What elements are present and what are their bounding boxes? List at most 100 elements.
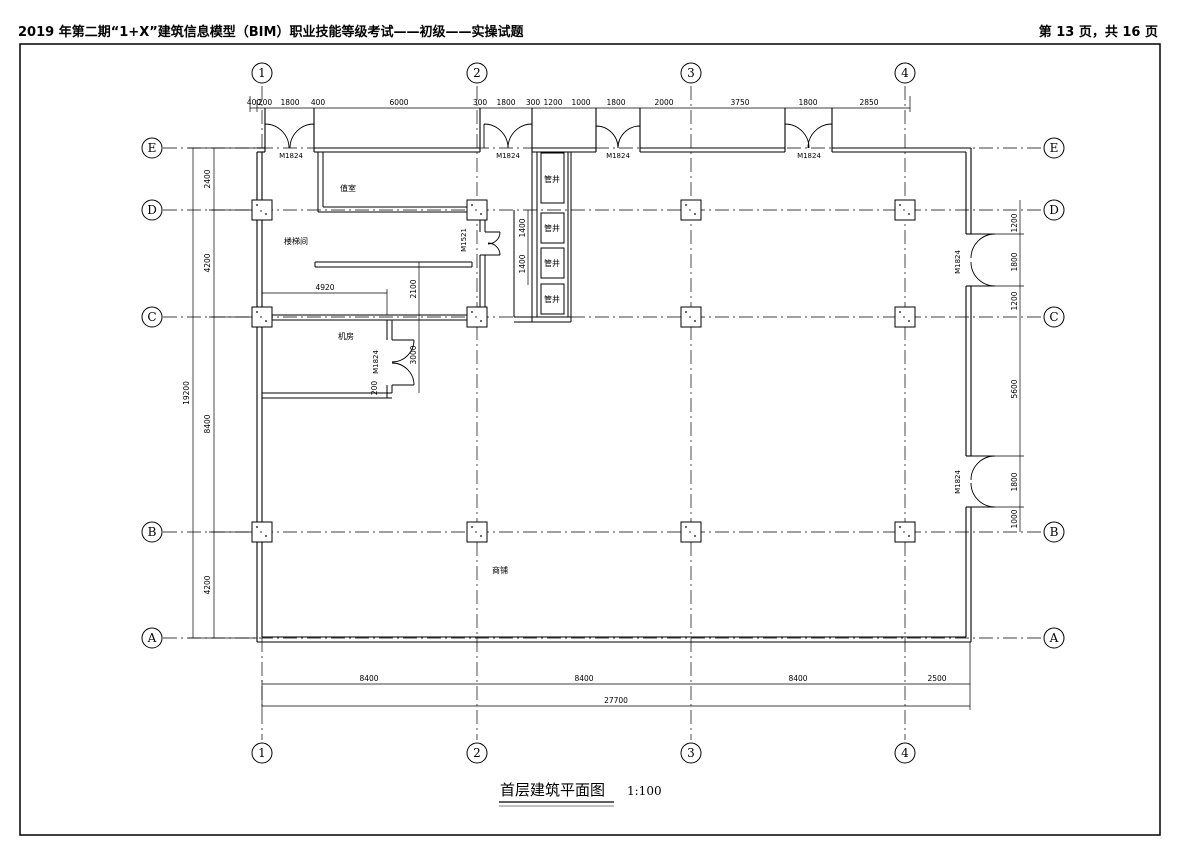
bottom-dim: 2500 (927, 674, 946, 683)
grid-bubble-2-top (466, 62, 488, 84)
grid-bubble-2-bottom (466, 742, 488, 764)
door-label-machine: M1824 (372, 350, 380, 374)
room-label-office: 值室 (340, 183, 356, 193)
door-e1 (264, 123, 315, 149)
right-dim: 1200 (1010, 213, 1019, 232)
grid-bubble-B-right (1043, 521, 1065, 543)
room-label-machine: 机房 (338, 331, 354, 341)
grid-bubble-1-bottom (251, 742, 273, 764)
grid-bubble-C-right (1043, 306, 1065, 328)
grid-label-D-right: D (1049, 203, 1059, 217)
door-label-e3: M1824 (606, 152, 630, 160)
door-right-lower (970, 455, 996, 508)
top-dim: 2000 (654, 98, 673, 107)
grid-bubble-C-left (141, 306, 163, 328)
grid-bubble-E-right (1043, 137, 1065, 159)
right-dim: 1800 (1010, 252, 1019, 271)
column (894, 199, 916, 221)
interior-dim-3000: 3000 (409, 345, 418, 364)
right-dim: 1000 (1010, 509, 1019, 528)
top-dim: 2850 (859, 98, 878, 107)
grid-label-A-right: A (1049, 631, 1059, 645)
grid-label-4-top: 4 (901, 66, 909, 80)
top-dimension-line (249, 96, 911, 112)
top-dim: 200 (258, 98, 273, 107)
top-dim: 300 (526, 98, 541, 107)
grid-label-B-right: B (1050, 525, 1059, 539)
grid-bubble-3-top (680, 62, 702, 84)
exterior-walls (256, 108, 972, 643)
grid-bubble-D-left (141, 199, 163, 221)
grid-bubble-B-left (141, 521, 163, 543)
top-dim: 1800 (496, 98, 515, 107)
column (466, 521, 488, 543)
room-label-shaft: 管井 (544, 223, 560, 233)
grid-label-4-bottom: 4 (901, 746, 909, 760)
drawing-caption: 首层建筑平面图 (500, 781, 605, 799)
column (466, 199, 488, 221)
right-dim: 5600 (1010, 379, 1019, 398)
interior-dim-4920: 4920 (315, 283, 334, 292)
room-label-stair: 楼梯间 (284, 236, 308, 246)
column (680, 199, 702, 221)
drawing-scale: 1:100 (627, 784, 662, 798)
grid-bubble-1-top (251, 62, 273, 84)
column (680, 306, 702, 328)
door-e4 (784, 123, 833, 149)
column (251, 521, 273, 543)
grid-bubble-D-right (1043, 199, 1065, 221)
door-machine (391, 339, 415, 386)
right-dim: 1200 (1010, 291, 1019, 310)
bottom-dim: 8400 (574, 674, 593, 683)
shaft-box (540, 152, 565, 204)
door-e2 (483, 123, 533, 149)
interior-dim-200: 200 (370, 381, 379, 396)
grid-label-E-right: E (1050, 141, 1059, 155)
column (894, 521, 916, 543)
room-label-shop: 商铺 (492, 565, 508, 575)
grid-label-2-top: 2 (473, 66, 481, 80)
grid-bubble-4-bottom (894, 742, 916, 764)
left-dim-ba: 4200 (203, 575, 212, 594)
grid-bubble-E-left (141, 137, 163, 159)
shaft-box (540, 247, 565, 279)
door-label-stair: M1521 (460, 228, 468, 252)
door-stair (485, 231, 501, 256)
grid-label-2-bottom: 2 (473, 746, 481, 760)
grid-label-B-left: B (148, 525, 157, 539)
column (680, 521, 702, 543)
door-e3 (595, 125, 641, 149)
left-dim-dc: 4200 (203, 253, 212, 272)
grid-bubble-3-bottom (680, 742, 702, 764)
top-dim: 300 (473, 98, 488, 107)
interior-walls (262, 152, 572, 399)
top-dim: 1000 (571, 98, 590, 107)
grid-label-3-top: 3 (687, 66, 695, 80)
column (894, 306, 916, 328)
grid-label-3-bottom: 3 (687, 746, 695, 760)
left-dim-total: 19200 (182, 381, 191, 405)
grid-label-E-left: E (148, 141, 157, 155)
top-dim: 1800 (798, 98, 817, 107)
door-label-right-upper: M1824 (954, 250, 962, 274)
shaft-boxes (540, 152, 565, 315)
shaft-box (540, 283, 565, 315)
left-dimension-lines (188, 147, 257, 639)
top-dim: 400 (247, 98, 262, 107)
grid-label-C-right: C (1049, 310, 1058, 324)
grid-bubble-A-right (1043, 627, 1065, 649)
exam-title-header: 2019 年第二期“1+X”建筑信息模型（BIM）职业技能等级考试——初级——实… (18, 25, 524, 40)
top-dim: 6000 (389, 98, 408, 107)
column (466, 306, 488, 328)
interior-dimension-lines (262, 210, 529, 393)
grid-label-A-left: A (147, 631, 157, 645)
right-dimension-line (971, 200, 1024, 532)
room-label-shaft: 管井 (544, 258, 560, 268)
left-dim-cb: 8400 (203, 414, 212, 433)
room-label-shaft: 管井 (544, 174, 560, 184)
bottom-dimension-lines (261, 642, 971, 710)
top-dim: 1800 (280, 98, 299, 107)
interior-dim-shaft-a: 1400 (518, 218, 527, 237)
right-dim: 1800 (1010, 472, 1019, 491)
